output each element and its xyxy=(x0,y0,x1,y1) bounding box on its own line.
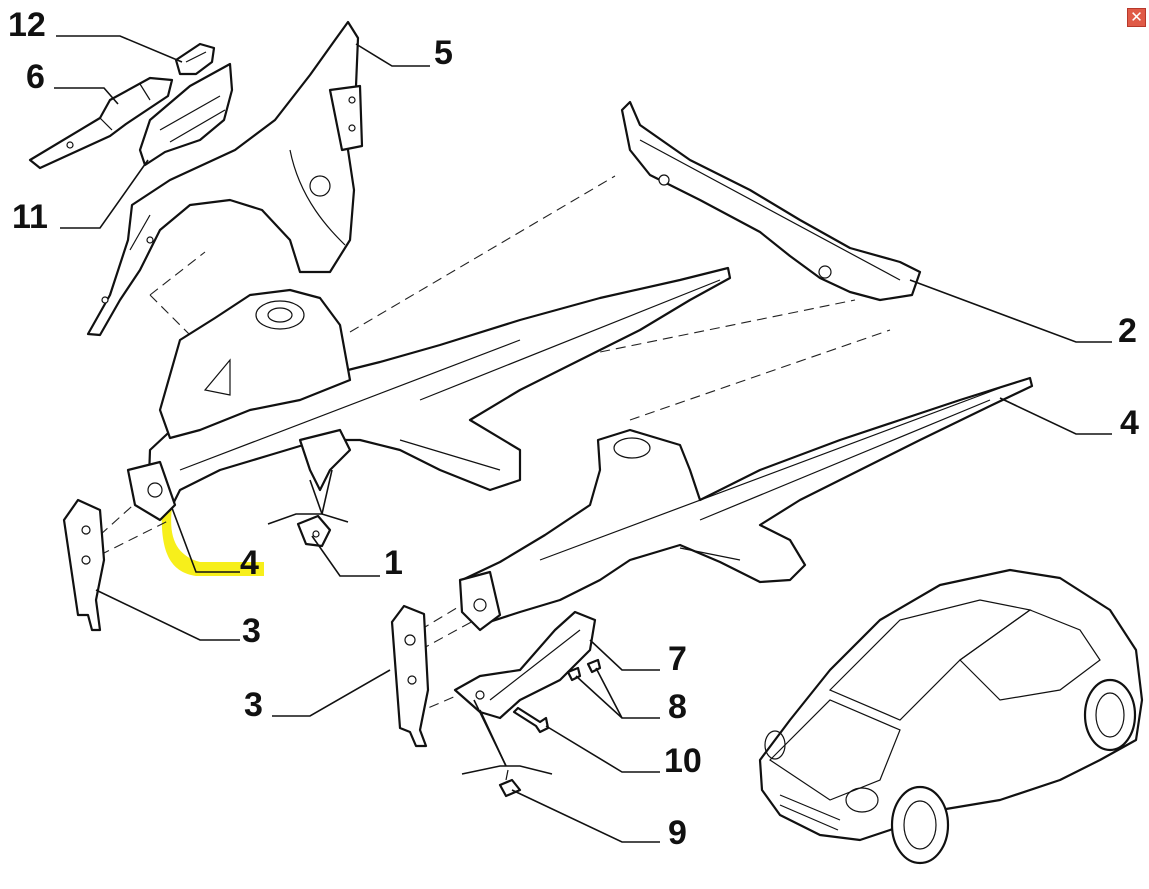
part-2-crossmember xyxy=(620,100,922,302)
highlight-marker xyxy=(161,508,264,576)
part-11-panel xyxy=(138,62,234,167)
part-12-bracket xyxy=(174,42,216,76)
part-1-clip xyxy=(296,514,332,548)
car-illustration xyxy=(758,568,1144,865)
close-button[interactable]: ✕ xyxy=(1127,8,1146,27)
callout-3-right: 3 xyxy=(244,686,263,724)
group-brackets xyxy=(267,513,553,775)
callout-1: 1 xyxy=(384,544,403,582)
part-7-lower-bracket xyxy=(453,610,597,720)
close-icon: ✕ xyxy=(1130,8,1143,26)
callout-2: 2 xyxy=(1118,312,1137,350)
part-10-bolt xyxy=(512,706,550,734)
callout-8: 8 xyxy=(668,688,687,726)
part-6-reinforcement xyxy=(28,76,174,170)
part-3-right-plate xyxy=(390,604,430,748)
part-5-inner-fender xyxy=(86,20,364,337)
callout-9: 9 xyxy=(668,814,687,852)
part-4-right-frame-rail xyxy=(458,376,1034,632)
leader-lines xyxy=(54,35,1112,843)
callout-11: 11 xyxy=(12,198,48,236)
callout-3-left: 3 xyxy=(242,612,261,650)
callout-6: 6 xyxy=(26,58,45,96)
part-3-left-plate xyxy=(62,498,106,632)
callout-4-left: 4 xyxy=(240,544,259,582)
callout-10: 10 xyxy=(664,742,702,780)
callout-7: 7 xyxy=(668,640,687,678)
part-4-left-frame-rail xyxy=(126,266,732,522)
callout-5: 5 xyxy=(434,34,453,72)
callout-4-right: 4 xyxy=(1120,404,1139,442)
callout-12: 12 xyxy=(8,6,46,44)
